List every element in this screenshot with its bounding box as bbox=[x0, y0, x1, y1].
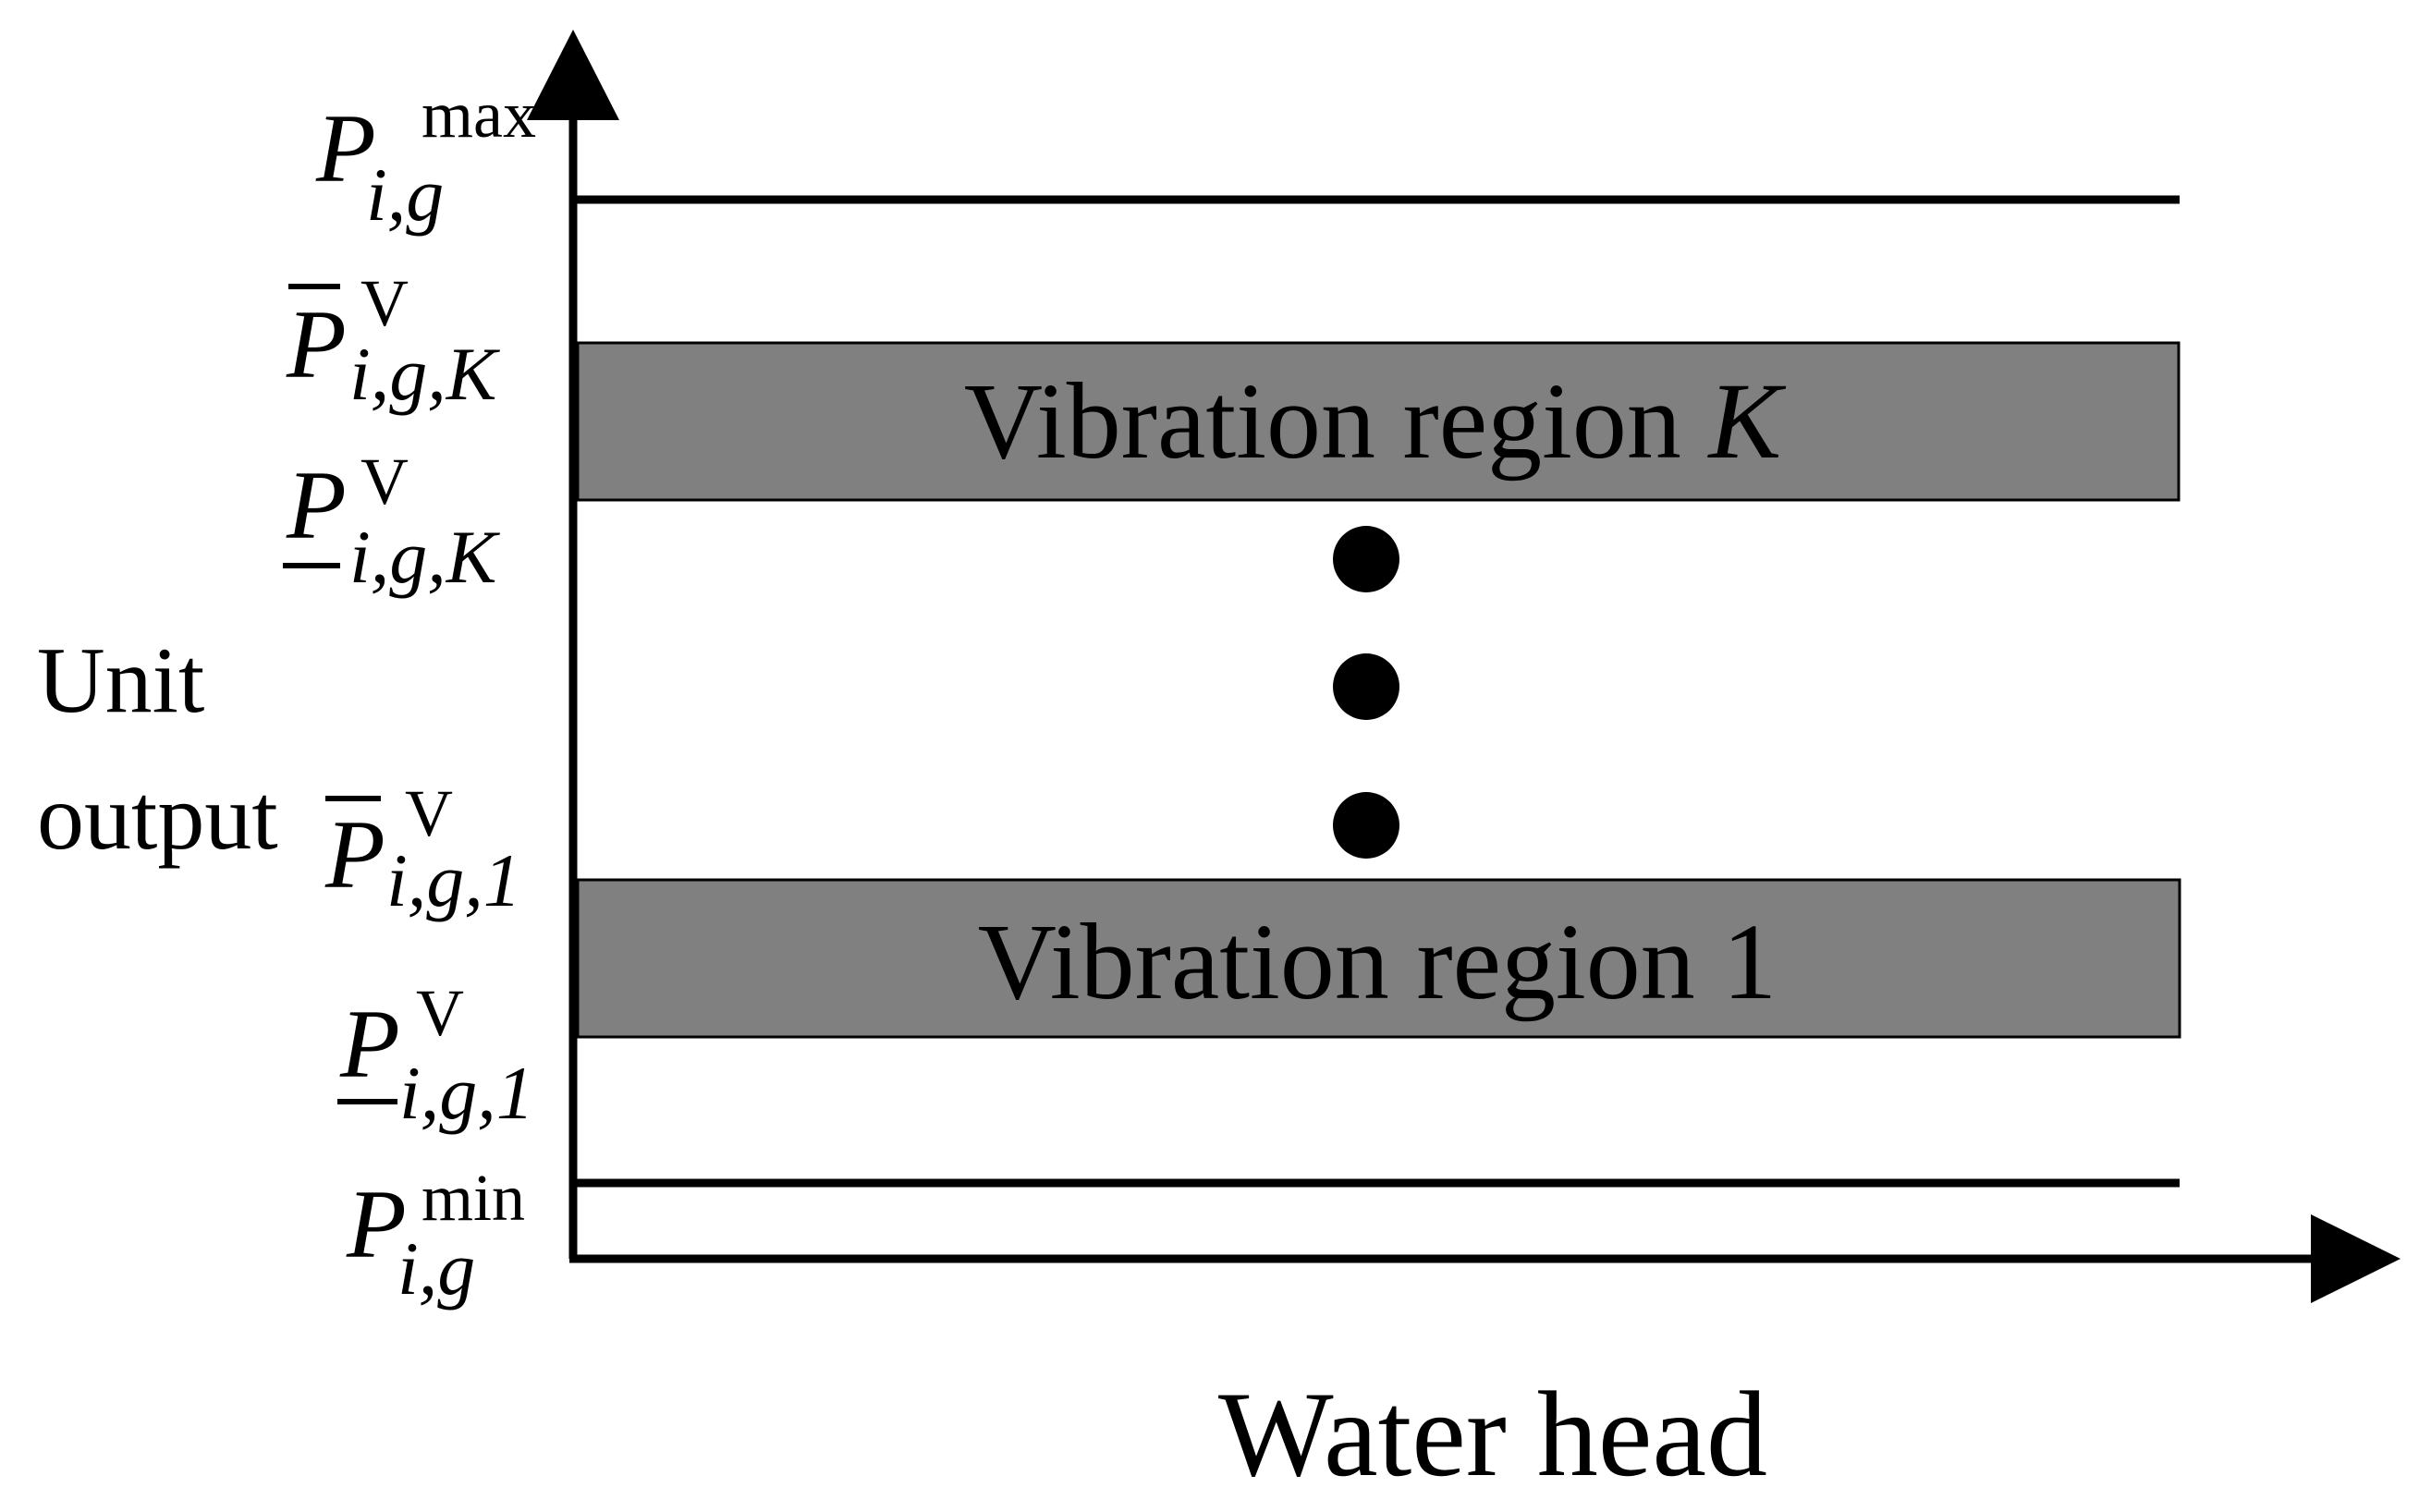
svg-text:i,g,K: i,g,K bbox=[349, 332, 501, 416]
x-axis-arrow-icon bbox=[2311, 1214, 2401, 1303]
svg-text:V: V bbox=[405, 776, 453, 850]
svg-text:V: V bbox=[360, 266, 409, 340]
vibration-region-1-band bbox=[576, 878, 2181, 1039]
p-min-label: P i,g min bbox=[346, 1161, 525, 1311]
vibration-region-k-label: Vibration region K bbox=[964, 360, 1787, 482]
y-axis-label-line-2: output bbox=[37, 765, 278, 870]
p-upper-k-label: P i,g,K V bbox=[286, 266, 501, 416]
svg-text:i,g,1: i,g,1 bbox=[399, 1051, 534, 1135]
p-lower-1-label: P i,g,1 V bbox=[337, 976, 534, 1135]
p-max-label: P i,g max bbox=[315, 78, 536, 237]
svg-text:V: V bbox=[416, 976, 464, 1050]
vibration-region-k-band bbox=[576, 341, 2181, 502]
svg-text:i,g,K: i,g,K bbox=[349, 515, 501, 599]
p-lower-k-label: P i,g,K V bbox=[283, 445, 501, 599]
svg-text:i,g,1: i,g,1 bbox=[386, 838, 521, 922]
svg-text:P: P bbox=[346, 1170, 407, 1278]
p-upper-1-label: P i,g,1 V bbox=[324, 776, 521, 922]
svg-text:P: P bbox=[324, 800, 385, 908]
svg-text:i,g: i,g bbox=[366, 152, 444, 237]
ellipsis-dot bbox=[1333, 526, 1399, 592]
svg-text:i,g: i,g bbox=[397, 1226, 475, 1311]
svg-text:V: V bbox=[360, 445, 409, 518]
ellipsis-dot bbox=[1333, 792, 1399, 859]
svg-text:min: min bbox=[421, 1161, 525, 1235]
svg-text:P: P bbox=[286, 451, 347, 559]
svg-text:P: P bbox=[339, 990, 400, 1098]
svg-text:P: P bbox=[315, 94, 376, 202]
svg-text:max: max bbox=[421, 78, 536, 152]
x-axis-label: Water head bbox=[1218, 1366, 1767, 1502]
ellipsis-dot bbox=[1333, 653, 1399, 720]
vibration-region-1-label: Vibration region 1 bbox=[978, 901, 1778, 1022]
svg-text:P: P bbox=[286, 290, 347, 398]
y-axis-arrow-icon bbox=[527, 30, 619, 120]
y-axis-label-line-1: Unit bbox=[37, 628, 204, 733]
